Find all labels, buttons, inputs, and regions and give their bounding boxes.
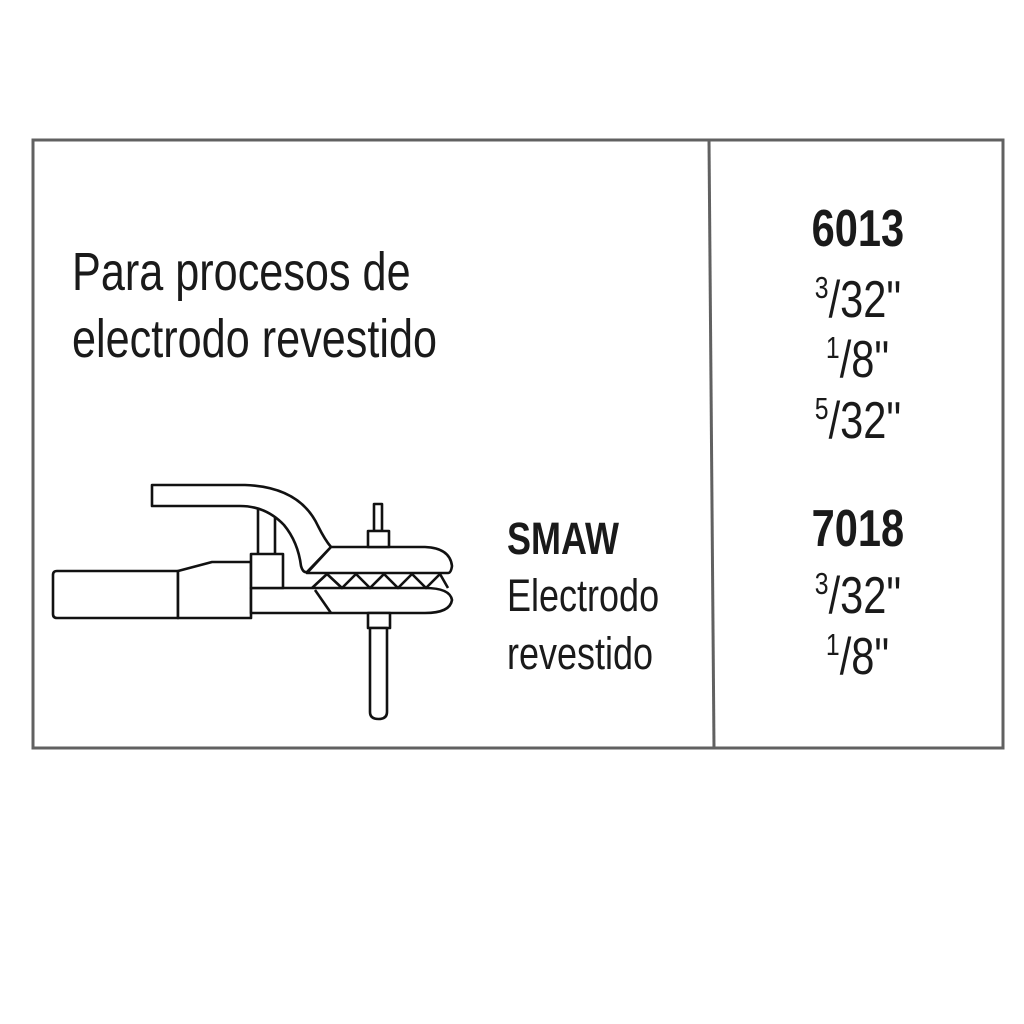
- process-line-1: Electrodo: [507, 570, 660, 621]
- electrode-code-7018: 7018: [811, 500, 905, 558]
- process-line-2: revestido: [507, 628, 654, 679]
- heading-line-2: electrodo revestido: [72, 309, 438, 369]
- electrode-size: 1/8": [826, 330, 890, 389]
- electrode-size: 3/32": [814, 270, 902, 329]
- heading-line-1: Para procesos de: [72, 242, 411, 302]
- outer-border: [31, 138, 1005, 750]
- process-code: SMAW: [507, 513, 619, 564]
- electrode-code-6013: 6013: [811, 200, 905, 258]
- electrode-size: 3/32": [814, 566, 902, 625]
- electrode-size: 1/8": [826, 627, 890, 686]
- column-divider: [707, 139, 716, 749]
- electrode-size: 5/32": [814, 391, 902, 450]
- electrode-holder-icon: [51, 483, 454, 721]
